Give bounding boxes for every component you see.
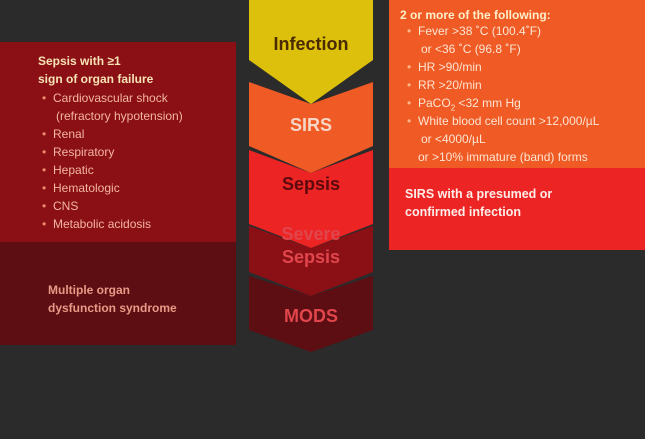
paco2-subscript: 2 bbox=[450, 103, 456, 113]
chevron-severe-sepsis bbox=[249, 226, 373, 296]
severe-box-title: Sepsis with ≥1 sign of organ failure bbox=[38, 52, 153, 88]
paco2-suffix: <32 mm Hg bbox=[455, 96, 521, 110]
mods-box-text: Multiple organ dysfunction syndrome bbox=[48, 281, 177, 317]
stage-sepsis-text: Sepsis bbox=[281, 174, 341, 194]
list-item-hepatic: Hepatic bbox=[42, 161, 183, 179]
item-text: Hepatic bbox=[53, 163, 94, 177]
item-text: Hematologic bbox=[53, 181, 120, 195]
chevron-infection bbox=[249, 0, 373, 104]
list-item-wbc: White blood cell count >12,000/µL or <40… bbox=[407, 112, 599, 166]
item-text-cont-2: or >10% immature (band) forms bbox=[418, 150, 588, 164]
list-item-fever: Fever >38 ˚C (100.4˚F) or <36 ˚C (96.8 ˚… bbox=[407, 22, 599, 58]
sepsis-box-text: SIRS with a presumed or confirmed infect… bbox=[405, 185, 552, 221]
mods-definition-box bbox=[0, 242, 236, 345]
list-item-hr: HR >90/min bbox=[407, 58, 599, 76]
item-text: HR >90/min bbox=[418, 60, 482, 74]
sirs-box-title: 2 or more of the following: bbox=[400, 6, 551, 24]
sepsis-line-2: confirmed infection bbox=[405, 205, 521, 219]
item-text-cont: (refractory hypotension) bbox=[56, 109, 183, 123]
chevron-sepsis bbox=[249, 150, 373, 248]
stage-label-severe-sepsis: Severe Sepsis bbox=[249, 223, 373, 269]
item-text-cont: or <36 ˚C (96.8 ˚F) bbox=[421, 42, 521, 56]
severe-title-line-1: Sepsis with ≥1 bbox=[38, 54, 121, 68]
sepsis-definition-box bbox=[389, 168, 645, 250]
list-item-respiratory: Respiratory bbox=[42, 143, 183, 161]
stage-mods-text: MODS bbox=[284, 306, 338, 326]
mods-line-1: Multiple organ bbox=[48, 283, 130, 297]
stage-severe-text: Severe bbox=[281, 224, 341, 244]
item-text: Cardiovascular shock bbox=[53, 91, 168, 105]
item-text: CNS bbox=[53, 199, 79, 213]
list-item-rr: RR >20/min bbox=[407, 76, 599, 94]
list-item-metabolic-acidosis: Metabolic acidosis bbox=[42, 215, 183, 233]
list-item-hematologic: Hematologic bbox=[42, 179, 183, 197]
item-text: Renal bbox=[53, 127, 85, 141]
list-item-renal: Renal bbox=[42, 125, 183, 143]
chevron-sirs bbox=[249, 82, 373, 173]
stage-label-infection: Infection bbox=[249, 33, 373, 56]
mods-line-2: dysfunction syndrome bbox=[48, 301, 177, 315]
stage-label-mods: MODS bbox=[249, 305, 373, 328]
stage-infection-text: Infection bbox=[273, 34, 349, 54]
sirs-criteria-list: Fever >38 ˚C (100.4˚F) or <36 ˚C (96.8 ˚… bbox=[407, 22, 599, 166]
stage-label-sepsis: Sepsis bbox=[249, 173, 373, 196]
list-item-cns: CNS bbox=[42, 197, 183, 215]
paco2-prefix: PaCO bbox=[418, 96, 451, 110]
stage-label-sirs: SIRS bbox=[249, 114, 373, 137]
chevron-mods bbox=[249, 276, 373, 352]
item-text: RR >20/min bbox=[418, 78, 482, 92]
item-text: Respiratory bbox=[53, 145, 115, 159]
organ-failure-list: Cardiovascular shock (refractory hypoten… bbox=[42, 89, 183, 233]
stage-sirs-text: SIRS bbox=[289, 115, 332, 135]
stage-severe-sepsis-text: Sepsis bbox=[281, 247, 341, 267]
sirs-title-text: 2 or more of the following: bbox=[400, 8, 551, 22]
list-item-paco2: PaCO2 <32 mm Hg bbox=[407, 94, 599, 112]
severe-title-line-2: sign of organ failure bbox=[38, 72, 154, 86]
item-text-cont: or <4000/µL bbox=[421, 132, 486, 146]
list-item-cardiovascular: Cardiovascular shock (refractory hypoten… bbox=[42, 89, 183, 125]
item-text: White blood cell count >12,000/µL bbox=[418, 114, 600, 128]
sepsis-line-1: SIRS with a presumed or bbox=[405, 187, 553, 201]
item-text: Metabolic acidosis bbox=[53, 217, 152, 231]
item-text: Fever >38 ˚C (100.4˚F) bbox=[418, 24, 542, 38]
